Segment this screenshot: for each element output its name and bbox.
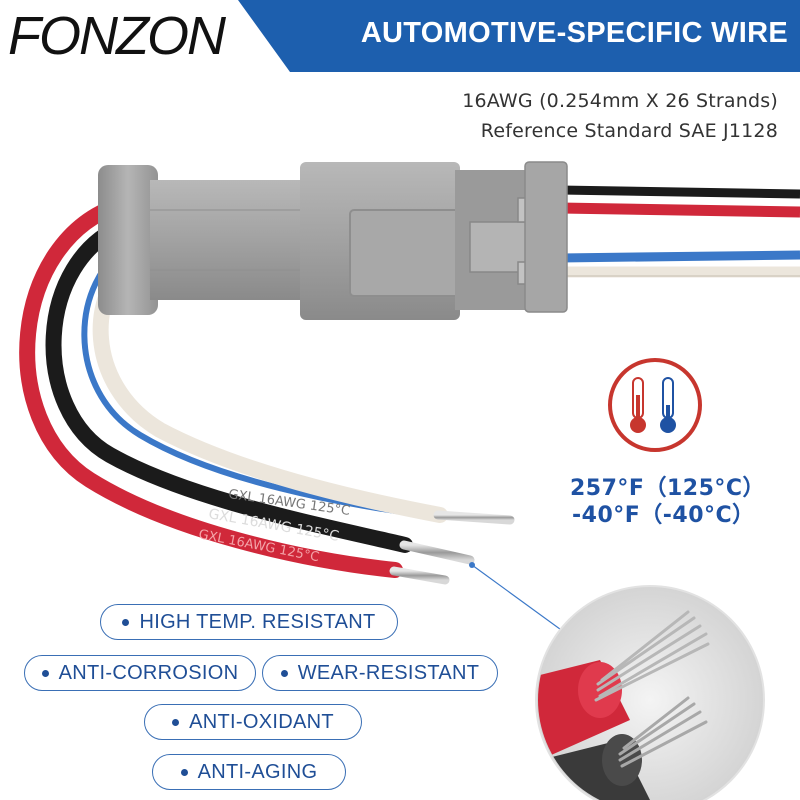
bullet-icon <box>122 618 130 626</box>
title-banner: AUTOMOTIVE-SPECIFIC WIRE <box>238 0 800 72</box>
black-wire-print: GXL 16AWG 125°C <box>207 506 340 545</box>
bullet-icon <box>41 669 49 677</box>
banner-shape <box>238 0 800 72</box>
bullet-icon <box>172 718 180 726</box>
spec-line-1: 16AWG (0.254mm X 26 Strands) <box>462 90 778 112</box>
temp-low: -40°F（-40°C） <box>572 503 755 528</box>
bullet-icon <box>180 768 188 776</box>
right-wires <box>559 185 800 278</box>
temp-high: 257°F（125°C） <box>570 476 766 501</box>
curved-wires <box>19 197 448 578</box>
spec-line-2: Reference Standard SAE J1128 <box>480 120 778 142</box>
stripped-ends <box>389 510 515 585</box>
feature-label: WEAR-RESISTANT <box>297 661 480 684</box>
thermometer-icon <box>608 358 702 452</box>
banner-title: AUTOMOTIVE-SPECIFIC WIRE <box>360 17 788 49</box>
feature-label: ANTI-CORROSION <box>58 661 239 684</box>
red-wire-print: GXL 16AWG 125°C <box>197 527 320 565</box>
brand-logo: FONZON <box>8 6 226 66</box>
zoom-pointer <box>469 562 576 641</box>
feature-pill-anti-aging: ANTI-AGING <box>152 754 346 790</box>
connector-housing <box>98 161 568 320</box>
zoom-circle <box>535 585 765 800</box>
feature-pill-anti-oxidant: ANTI-OXIDANT <box>144 704 362 740</box>
feature-label: ANTI-OXIDANT <box>189 710 334 733</box>
bullet-icon <box>280 669 288 677</box>
white-wire-print: GXL 16AWG 125°C <box>227 487 350 519</box>
feature-label: ANTI-AGING <box>197 760 318 783</box>
feature-pill-anti-corrosion: ANTI-CORROSION <box>24 655 256 691</box>
feature-pill-wear-resistant: WEAR-RESISTANT <box>262 655 498 691</box>
feature-pill-high-temp: HIGH TEMP. RESISTANT <box>100 604 398 640</box>
feature-label: HIGH TEMP. RESISTANT <box>139 610 376 633</box>
